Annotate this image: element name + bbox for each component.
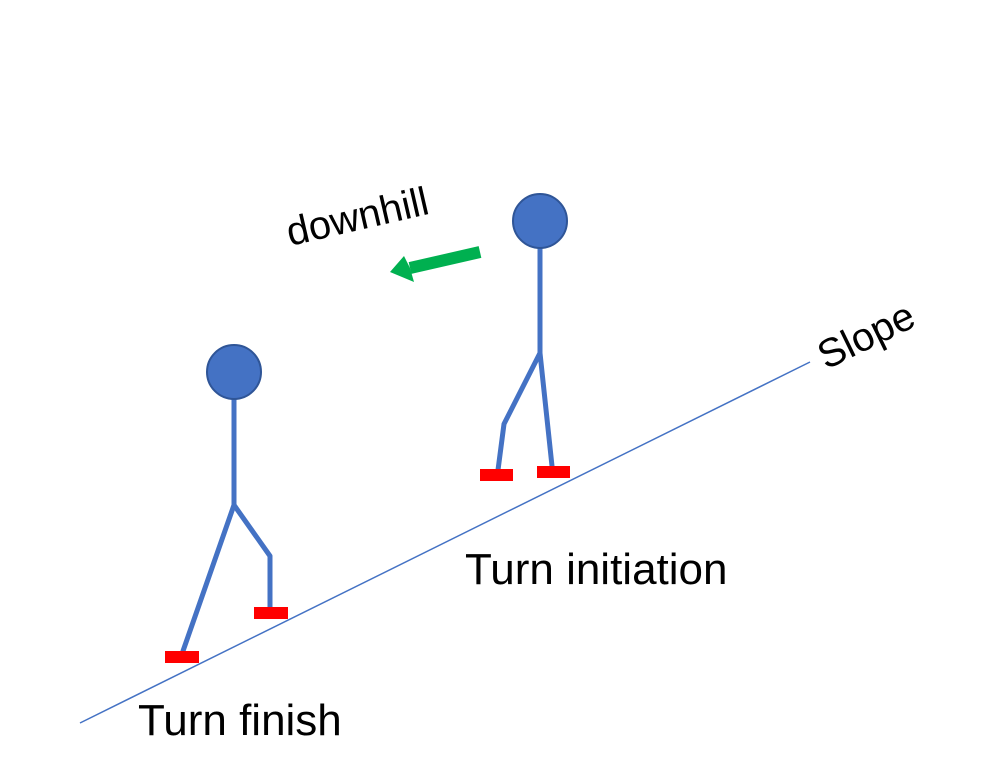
ski-left <box>480 469 513 481</box>
downhill-label: downhill <box>282 179 433 254</box>
slope-label: Slope <box>811 294 922 378</box>
skier-head <box>512 193 568 249</box>
skier-turn-initiation <box>480 193 570 481</box>
slope-line <box>79 361 811 724</box>
skier-leg-left <box>180 502 237 654</box>
turn-initiation-label: Turn initiation <box>465 545 728 594</box>
turn-finish-label: Turn finish <box>138 696 342 745</box>
skier-leg-left <box>495 350 543 473</box>
ski-left <box>165 651 199 663</box>
skier-leg-right <box>537 350 555 469</box>
ski-right <box>537 466 570 478</box>
downhill-arrow <box>390 246 482 282</box>
ski-right <box>254 607 288 619</box>
skier-leg-right <box>231 502 273 611</box>
skier-turn-finish <box>165 344 288 663</box>
skier-head <box>206 344 262 400</box>
